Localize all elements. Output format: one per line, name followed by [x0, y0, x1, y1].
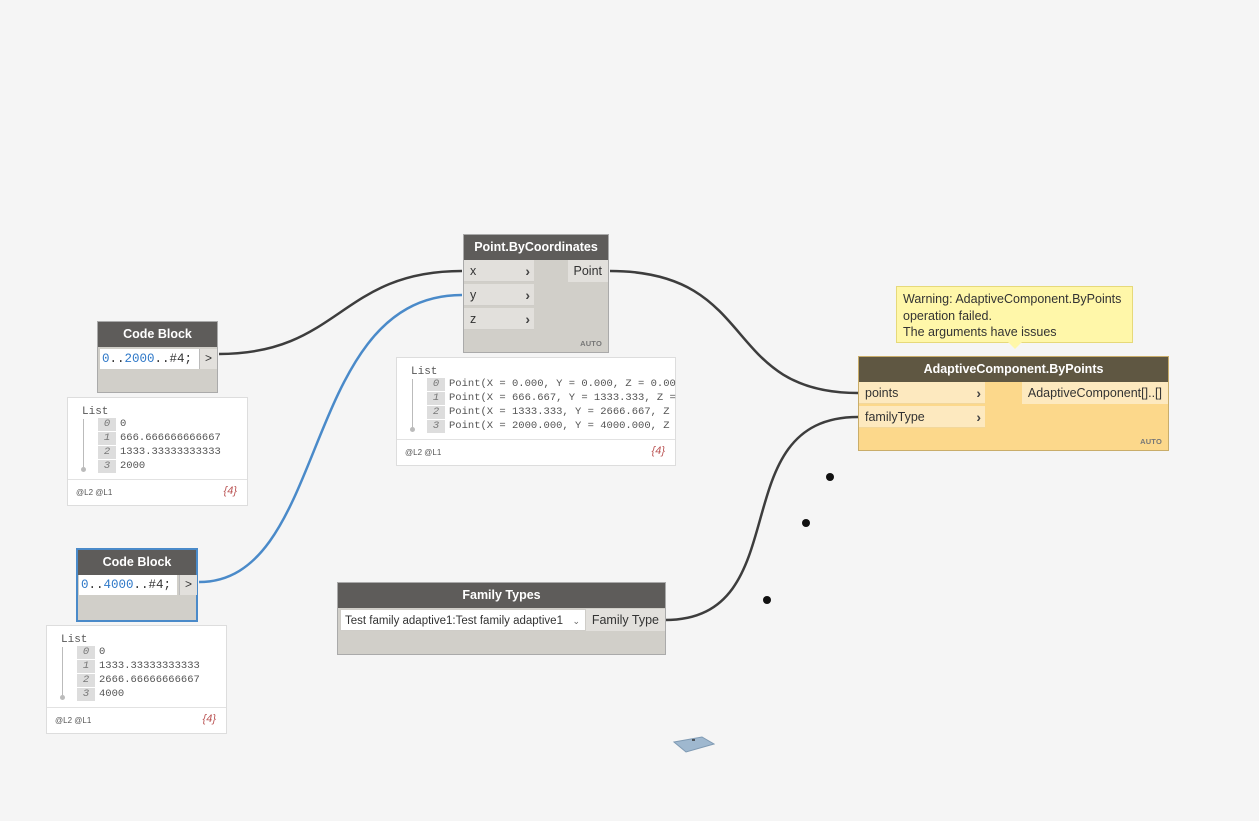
point-by-coordinates-node[interactable]: Point.ByCoordinates x› y› z› Point AUTO	[463, 234, 609, 353]
geometry-preview-icon	[672, 736, 715, 753]
input-port-y[interactable]: y›	[464, 284, 534, 306]
output-port[interactable]: >	[179, 575, 197, 595]
code-range-op: ..	[88, 578, 104, 592]
point-marker	[763, 596, 771, 604]
code-range-op: ..	[109, 352, 125, 366]
warning-line: operation failed.	[903, 308, 992, 323]
output-port-family-type[interactable]: Family Type	[585, 609, 665, 631]
wire-cb1-to-x	[218, 269, 463, 356]
output-port[interactable]: >	[199, 349, 217, 369]
code-number: 0	[102, 352, 110, 366]
chevron-right-icon: ›	[525, 287, 530, 303]
node-title: Code Block	[98, 322, 217, 347]
output-port-point[interactable]: Point	[567, 260, 608, 282]
tree-line	[83, 419, 84, 469]
input-port-x[interactable]: x›	[464, 260, 534, 282]
list-count: {4}	[651, 445, 665, 457]
input-port-z[interactable]: z›	[464, 308, 534, 330]
preview-footer: @L2 @L1 {4}	[47, 707, 226, 733]
code-editor[interactable]: 0..2000..#4;	[100, 349, 199, 369]
code-block-node-1[interactable]: Code Block 0..2000..#4; >	[97, 321, 218, 393]
code-number: 0	[81, 578, 89, 592]
list-levels: @L2 @L1	[55, 716, 92, 725]
chevron-down-icon: ⌄	[572, 616, 580, 626]
warning-line: Warning: AdaptiveComponent.ByPoints	[903, 292, 1122, 306]
code-editor[interactable]: 0..4000..#4;	[79, 575, 177, 595]
preview-footer: @L2 @L1 {4}	[68, 479, 247, 505]
code-number: 2000	[124, 352, 155, 366]
point-marker	[802, 519, 810, 527]
family-type-dropdown[interactable]: Test family adaptive1:Test family adapti…	[340, 609, 586, 631]
output-port-adaptive-component[interactable]: AdaptiveComponent[]..[]	[1021, 382, 1168, 404]
chevron-right-icon: ›	[976, 409, 981, 425]
family-types-node[interactable]: Family Types Test family adaptive1:Test …	[337, 582, 666, 655]
node-title: Family Types	[338, 583, 665, 608]
adaptive-component-node[interactable]: AdaptiveComponent.ByPoints points› famil…	[858, 356, 1169, 451]
preview-label: List	[411, 366, 438, 378]
code-text: ..#4;	[154, 352, 193, 366]
preview-label: List	[61, 634, 88, 646]
warning-line: The arguments have issues	[903, 325, 1057, 339]
point-marker	[826, 473, 834, 481]
list-count: {4}	[202, 713, 216, 725]
preview-footer: @L2 @L1 {4}	[397, 439, 675, 465]
tooltip-pointer	[1007, 342, 1022, 349]
chevron-right-icon: ›	[976, 385, 981, 401]
node-title: AdaptiveComponent.ByPoints	[859, 357, 1168, 382]
tree-dot	[81, 467, 86, 472]
code-number: 4000	[103, 578, 134, 592]
chevron-right-icon: ›	[525, 311, 530, 327]
tree-dot	[60, 695, 65, 700]
wire-familytype-to-familytype	[664, 415, 859, 622]
node-title: Code Block	[78, 550, 196, 575]
tree-line	[62, 647, 63, 697]
code-text: ..#4;	[133, 578, 172, 592]
list-levels: @L2 @L1	[76, 488, 113, 497]
lacing-indicator: AUTO	[580, 339, 602, 348]
tree-dot	[410, 427, 415, 432]
preview-label: List	[82, 406, 109, 418]
node-title: Point.ByCoordinates	[464, 235, 608, 260]
input-port-familytype[interactable]: familyType›	[859, 406, 985, 428]
chevron-right-icon: ›	[525, 263, 530, 279]
dropdown-selected-value: Test family adaptive1:Test family adapti…	[345, 615, 563, 627]
input-port-points[interactable]: points›	[859, 382, 985, 404]
tree-line	[412, 379, 413, 429]
warning-tooltip: Warning: AdaptiveComponent.ByPoints oper…	[896, 286, 1133, 349]
list-levels: @L2 @L1	[405, 448, 442, 457]
list-count: {4}	[223, 485, 237, 497]
code-block-node-2[interactable]: Code Block 0..4000..#4; >	[76, 548, 198, 622]
lacing-indicator: AUTO	[1140, 437, 1162, 446]
